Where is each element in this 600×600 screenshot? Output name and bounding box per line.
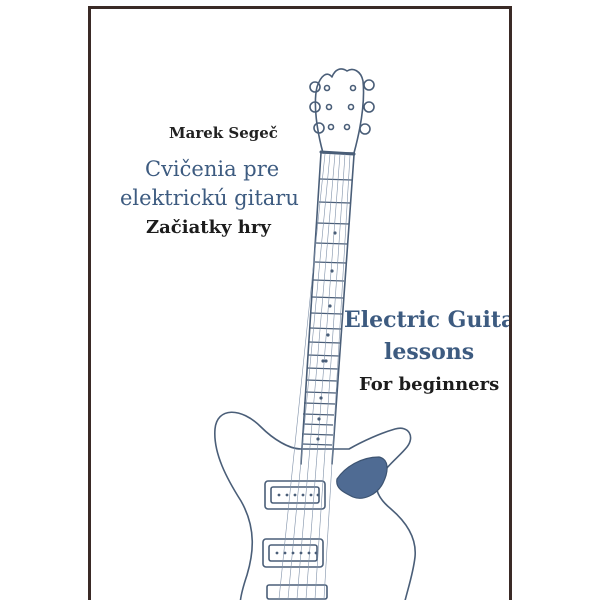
title-en-line1: Electric Guitar — [344, 307, 512, 333]
subtitle-en: For beginners — [359, 374, 500, 395]
subtitle-sk: Začiatky hry — [146, 217, 271, 238]
electric-guitar-icon — [214, 68, 416, 600]
title-sk-line1: Cvičenia pre — [145, 157, 280, 181]
title-sk-line2: elektrickú gitaru — [120, 186, 299, 210]
author-name: Marek Segeč — [169, 124, 278, 142]
book-cover: Marek Segeč Cvičenia pre elektrickú gita… — [88, 6, 512, 600]
title-en-line2: lessons — [384, 339, 475, 365]
